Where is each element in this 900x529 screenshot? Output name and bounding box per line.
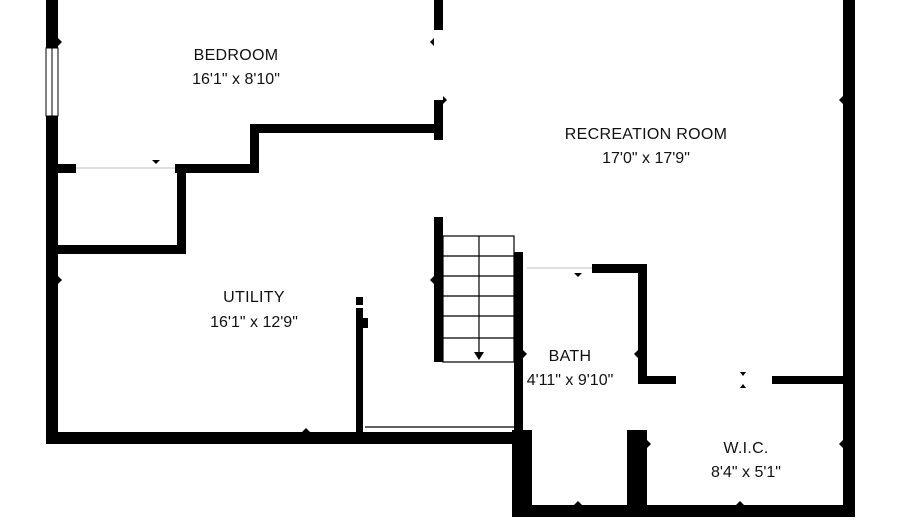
bedroom-walls — [46, 0, 443, 173]
bath-dimensions: 4'11" x 9'10" — [527, 372, 614, 389]
recreation-room-name: RECREATION ROOM — [565, 126, 727, 143]
bedroom-bottom-wall-right — [250, 124, 443, 133]
wic-name: W.I.C. — [723, 440, 768, 457]
bedroom-right-wall-mid — [434, 100, 443, 140]
utility-dimensions: 16'1" x 12'9" — [210, 314, 298, 331]
room-label-wic: W.I.C. 8'4" x 5'1" — [711, 440, 781, 481]
bedroom-step-wall — [250, 124, 259, 172]
bedroom-right-wall-top — [434, 0, 443, 30]
bath-right-wall-upper — [638, 264, 647, 384]
dimension-ticks — [58, 38, 843, 505]
room-label-bath: BATH 4'11" x 9'10" — [527, 348, 614, 389]
wic-top-wall-left — [638, 376, 676, 384]
stair-left-wall — [434, 217, 443, 362]
room-label-utility: UTILITY 16'1" x 12'9" — [210, 289, 298, 331]
bedroom-dimensions: 16'1" x 8'10" — [192, 71, 280, 88]
wic-walls — [638, 372, 847, 388]
closet-right-wall — [177, 164, 186, 254]
bath-name: BATH — [549, 348, 592, 365]
recreation-room-dimensions: 17'0" x 17'9" — [602, 150, 690, 167]
closet-bottom-wall — [46, 245, 186, 254]
bedroom-name: BEDROOM — [194, 47, 279, 64]
bedroom-bottom-wall-mid — [175, 164, 259, 173]
bath-right-wall-lower — [627, 430, 647, 517]
stair-right-wall — [514, 252, 523, 432]
room-label-bedroom: BEDROOM 16'1" x 8'10" — [192, 47, 280, 88]
right-outer-wall — [843, 0, 855, 517]
stair-arrow-icon — [474, 352, 484, 360]
wic-top-wall-right — [772, 376, 847, 384]
wic-dimensions: 8'4" x 5'1" — [711, 464, 781, 481]
closet-walls — [46, 164, 186, 254]
lower-bottom-wall — [512, 505, 855, 517]
utility-bottom-wall — [46, 432, 520, 444]
stair-walls — [434, 217, 523, 432]
bedroom-bottom-wall-left — [46, 164, 76, 173]
utility-partition — [356, 297, 514, 434]
utility-name: UTILITY — [223, 289, 285, 306]
bath-walls — [527, 264, 647, 517]
room-label-recreation: RECREATION ROOM 17'0" x 17'9" — [565, 126, 727, 167]
bath-top-wall — [592, 264, 647, 273]
staircase — [442, 235, 515, 363]
bedroom-window — [45, 47, 59, 117]
bath-left-lower-wall — [512, 430, 532, 517]
